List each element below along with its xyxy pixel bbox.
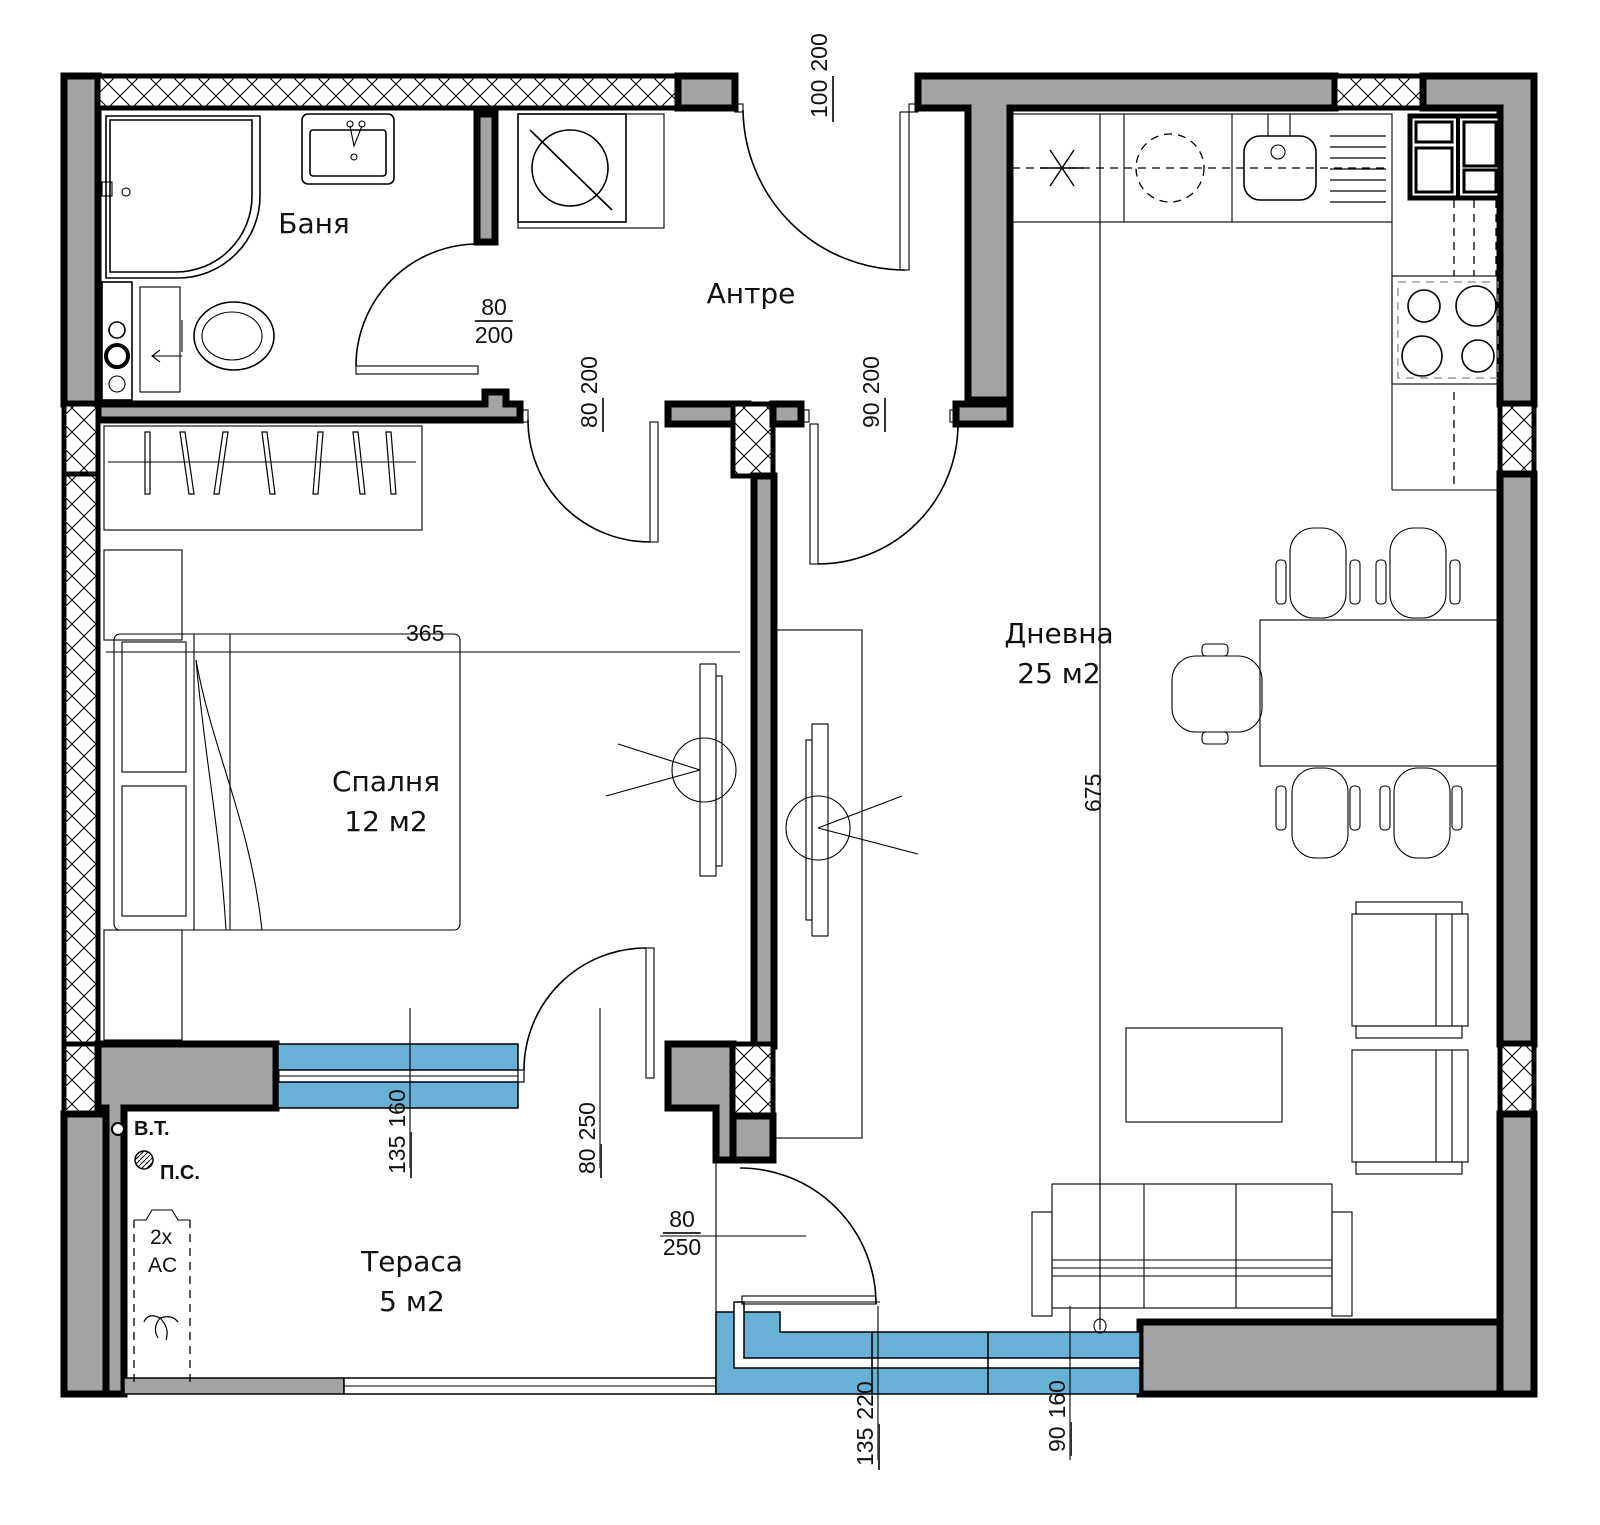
dining-chairs [1171, 527, 1463, 859]
doors [355, 103, 959, 1394]
bathroom-fixtures [101, 113, 665, 401]
fan-icon [143, 1315, 179, 1341]
living-furniture [773, 222, 1501, 1334]
terrace-symbols [111, 1122, 191, 1386]
bedroom-furniture [103, 425, 740, 1041]
dimension-lines [409, 1008, 1071, 1460]
water-tap-icon [111, 1122, 125, 1136]
kitchen-fixtures [1011, 113, 1503, 1330]
windows [277, 1043, 1141, 1395]
fridge-icon [1040, 149, 1084, 187]
walls [60, 72, 1538, 1398]
floor-drain-icon [134, 1150, 154, 1170]
